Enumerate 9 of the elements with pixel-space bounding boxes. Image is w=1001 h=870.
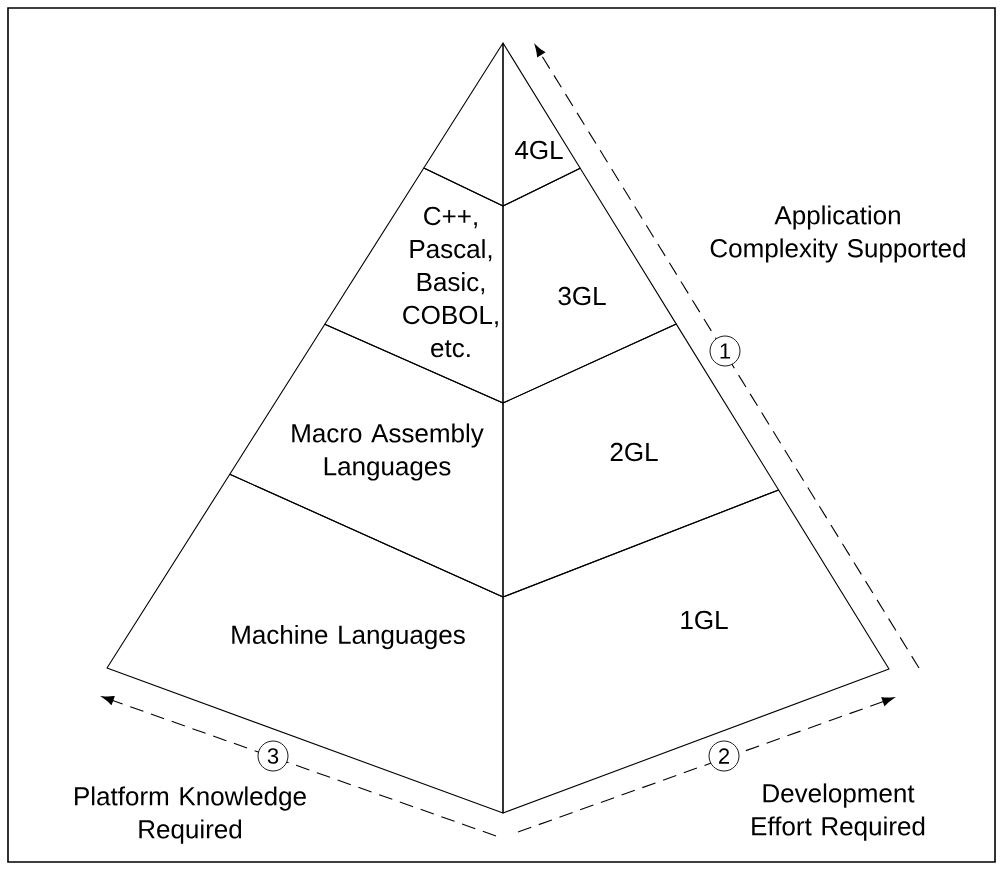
axis-label: Application Complexity Supported [710,205,965,263]
pyramid-band: C++, Pascal, Basic, COBOL, etc. [324,167,504,404]
axis-label: Platform Knowledge Required [75,786,306,844]
callout-number: 2 [708,740,740,772]
pyramid-band: 4GL [502,42,581,207]
pyramid-band: 3GL [502,167,677,404]
callout-number: 1 [709,335,741,367]
axis-label: Development Effort Required [752,783,925,841]
callout-number: 3 [257,740,289,772]
